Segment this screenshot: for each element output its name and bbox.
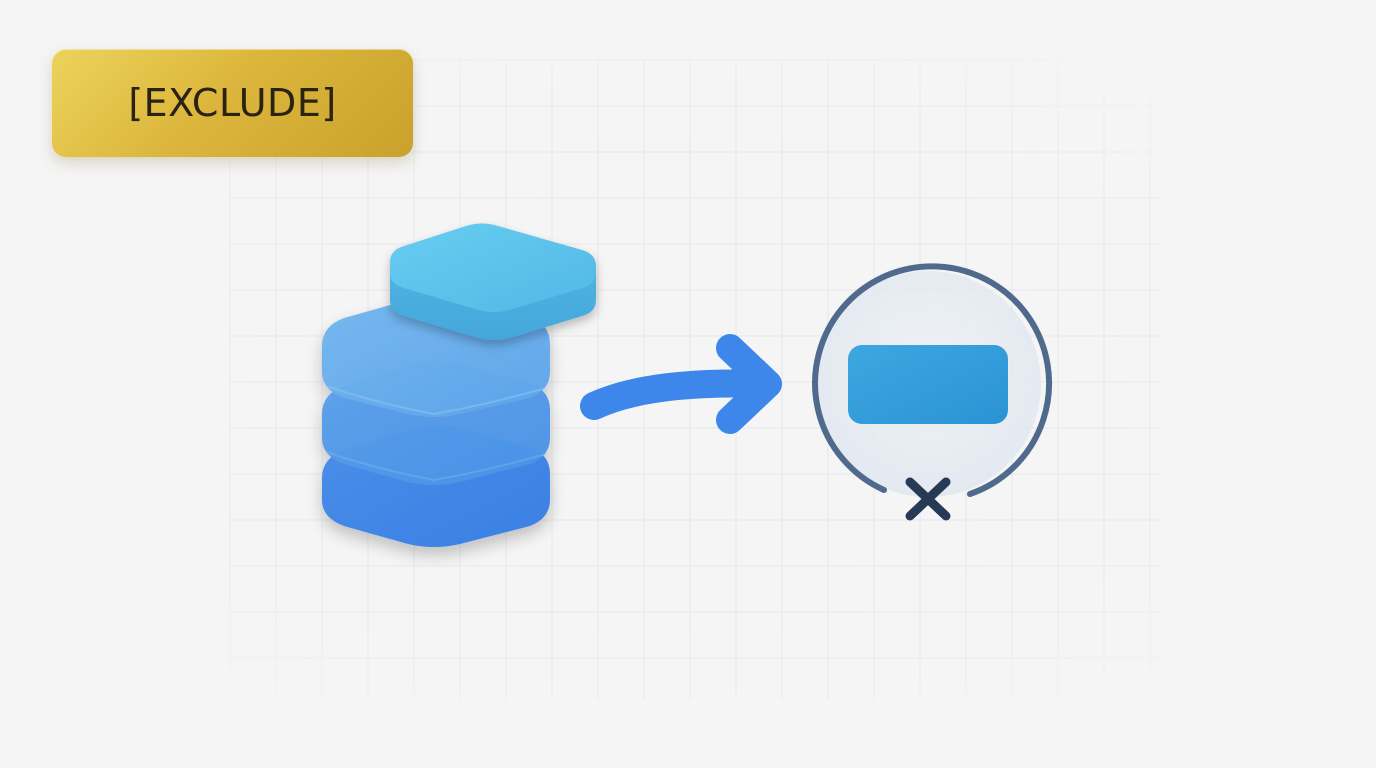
displaced-tile-face: [390, 223, 596, 312]
displaced-tile-icon: [390, 223, 596, 340]
ring-outline: [812, 263, 1053, 497]
stack-edge-highlight-2: [325, 451, 547, 482]
x-mark-stroke-2: [905, 477, 951, 521]
exclude-badge: [EXCLUDE]: [52, 49, 413, 157]
badge-label: [EXCLUDE]: [128, 81, 337, 125]
target-block: [848, 345, 1008, 424]
arrow-head: [716, 334, 782, 434]
stack-edge-highlight-1: [325, 385, 547, 416]
curved-arrow-icon: [580, 334, 782, 434]
ring-with-block-icon: [812, 263, 1053, 497]
x-mark-icon: [905, 477, 951, 521]
arrow-shaft: [580, 369, 778, 420]
